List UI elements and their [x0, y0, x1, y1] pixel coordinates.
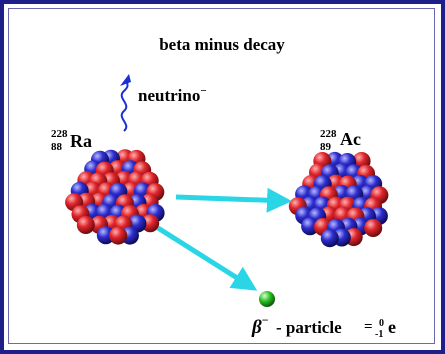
neutron [320, 229, 339, 248]
proton [141, 214, 160, 233]
electron-atomic-number: -1 [375, 329, 383, 340]
neutrino-path [120, 81, 129, 132]
diagram-title: beta minus decay [159, 35, 285, 54]
parent-symbol: Ra [70, 131, 92, 151]
transition-arrow [175, 187, 292, 213]
inner-border [8, 8, 435, 344]
beta-emission-arrow [156, 225, 258, 291]
proton [364, 219, 383, 237]
electron-symbol: e [388, 317, 396, 337]
electron-mass-number: 0 [379, 318, 384, 329]
proton [76, 216, 95, 234]
actinium-nucleus [288, 151, 389, 248]
parent-atomic-number: 88 [51, 141, 63, 153]
beta-particle-label: - particle [276, 318, 342, 337]
daughter-mass-number: 228 [320, 128, 337, 140]
beta-symbol: β− [251, 313, 269, 338]
neutron [301, 217, 320, 236]
equals-sign: = [364, 319, 373, 335]
neutrino-label: neutrino− [138, 85, 207, 105]
proton [109, 226, 128, 245]
radium-nucleus [65, 149, 165, 245]
parent-mass-number: 228 [51, 128, 68, 140]
neutrino-arrowhead [120, 74, 131, 86]
beta-particle-sphere [259, 291, 275, 307]
daughter-symbol: Ac [340, 129, 361, 149]
daughter-atomic-number: 89 [320, 141, 332, 153]
